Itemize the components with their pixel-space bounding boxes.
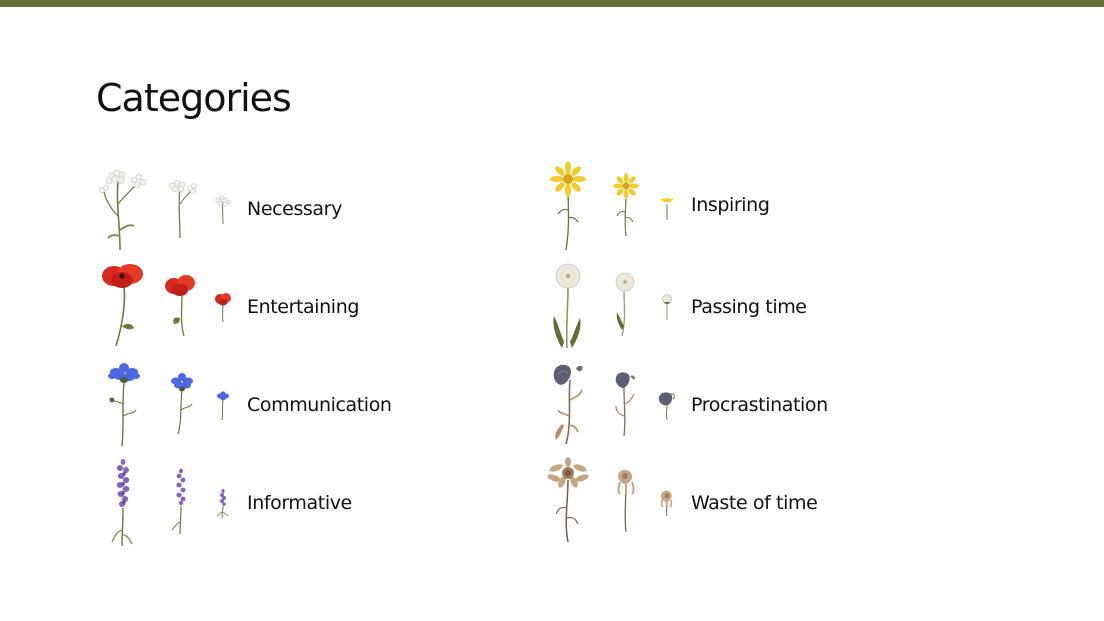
category-label: Passing time <box>691 296 807 318</box>
category-label: Waste of time <box>691 492 818 514</box>
yarrow-icon <box>96 164 152 251</box>
poppy-icon <box>212 292 234 323</box>
dried-flower-icon <box>540 457 596 544</box>
category-informative[interactable]: Informative <box>96 454 516 552</box>
category-communication[interactable]: Communication <box>96 356 516 454</box>
daisy-icon <box>604 173 646 240</box>
dandelion-clock-icon <box>656 292 678 322</box>
dried-flower-icon <box>604 468 646 534</box>
category-label: Necessary <box>247 198 342 220</box>
lavender-icon <box>212 488 234 519</box>
category-passing-time[interactable]: Passing time <box>540 258 960 356</box>
lavender-icon <box>96 458 152 547</box>
category-label: Procrastination <box>691 394 828 416</box>
lavender-icon <box>160 468 202 535</box>
yarrow-icon <box>212 194 234 225</box>
withered-bud-icon <box>540 360 596 446</box>
category-label: Entertaining <box>247 296 359 318</box>
category-label: Informative <box>247 492 352 514</box>
cornflower-icon <box>160 370 202 436</box>
category-entertaining[interactable]: Entertaining <box>96 258 516 356</box>
category-inspiring[interactable]: Inspiring <box>540 160 960 258</box>
daisy-icon <box>656 194 678 224</box>
category-waste-of-time[interactable]: Waste of time <box>540 454 960 552</box>
poppy-icon <box>160 272 202 338</box>
withered-bud-icon <box>604 370 646 437</box>
poppy-icon <box>96 262 152 348</box>
page-title: Categories <box>96 76 292 120</box>
withered-bud-icon <box>656 390 678 421</box>
cornflower-icon <box>96 360 152 447</box>
category-list-left: Necessary <box>96 160 516 552</box>
dandelion-clock-icon <box>540 262 596 349</box>
top-accent-bar <box>0 0 1104 7</box>
dandelion-clock-icon <box>604 272 646 338</box>
dried-flower-icon <box>656 488 678 518</box>
category-necessary[interactable]: Necessary <box>96 160 516 258</box>
daisy-icon <box>540 161 596 251</box>
category-list-right: Inspiring <box>540 160 960 552</box>
category-label: Inspiring <box>691 194 770 216</box>
category-procrastination[interactable]: Procrastination <box>540 356 960 454</box>
yarrow-icon <box>160 174 202 240</box>
category-label: Communication <box>247 394 392 416</box>
cornflower-icon <box>212 390 234 421</box>
